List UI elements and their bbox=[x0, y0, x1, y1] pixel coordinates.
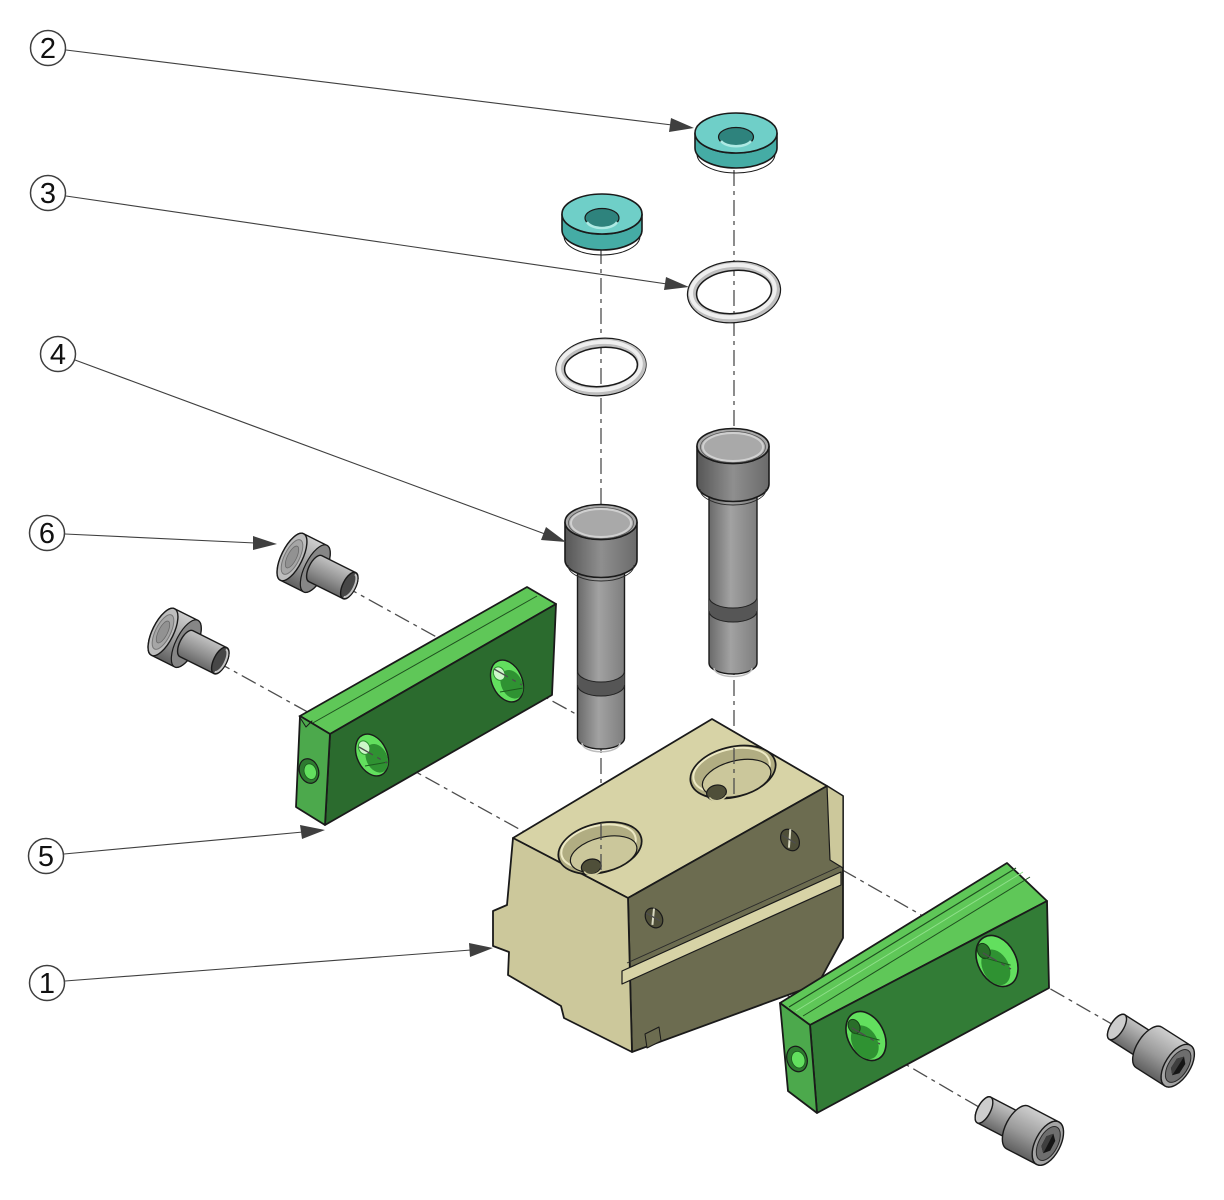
cap-screw-lower-left bbox=[147, 607, 230, 675]
cap-screw-upper-right bbox=[1106, 1013, 1196, 1088]
plate-end-hole bbox=[298, 758, 320, 784]
balloon-3: 3 bbox=[29, 174, 689, 290]
plate-hole bbox=[489, 659, 525, 703]
counterbore-hole-right bbox=[689, 744, 777, 802]
flat-washer-left bbox=[561, 193, 643, 256]
balloon-2: 2 bbox=[29, 29, 694, 132]
balloon-circle bbox=[28, 514, 66, 552]
balloon-number: 6 bbox=[39, 518, 55, 550]
plate-end-hole bbox=[786, 1045, 808, 1073]
balloon-1: 1 bbox=[28, 943, 493, 1002]
fixture-body-block bbox=[492, 718, 844, 1053]
balloon-number: 5 bbox=[38, 841, 54, 873]
balloon-circle bbox=[39, 335, 77, 373]
balloon-number: 1 bbox=[39, 968, 55, 1000]
balloon-circle bbox=[29, 174, 67, 212]
balloon-number: 2 bbox=[40, 33, 56, 65]
balloon-circle bbox=[29, 29, 67, 67]
balloon-circle bbox=[27, 837, 65, 875]
o-ring-right bbox=[686, 260, 782, 324]
shoulder-screw-right bbox=[696, 427, 770, 678]
centerline-hole-ticks bbox=[358, 668, 1012, 1045]
balloon-4: 4 bbox=[39, 335, 566, 542]
flat-washer-right bbox=[694, 112, 778, 174]
cap-screw-upper-left bbox=[276, 532, 359, 600]
jaw-plate-left bbox=[295, 586, 557, 826]
counterbore-hole-left bbox=[557, 821, 643, 876]
jaw-plate-right bbox=[779, 862, 1050, 1114]
balloon-6: 6 bbox=[28, 514, 277, 552]
balloon-number: 3 bbox=[40, 178, 56, 210]
balloon-5: 5 bbox=[27, 825, 325, 875]
plate-hole bbox=[975, 934, 1019, 988]
o-ring-left bbox=[555, 337, 647, 397]
balloon-number: 4 bbox=[50, 339, 66, 371]
plate-hole bbox=[845, 1010, 887, 1062]
cap-screw-lower-right bbox=[974, 1096, 1065, 1167]
balloon-circle bbox=[28, 964, 66, 1002]
shoulder-screw-left bbox=[564, 503, 638, 753]
